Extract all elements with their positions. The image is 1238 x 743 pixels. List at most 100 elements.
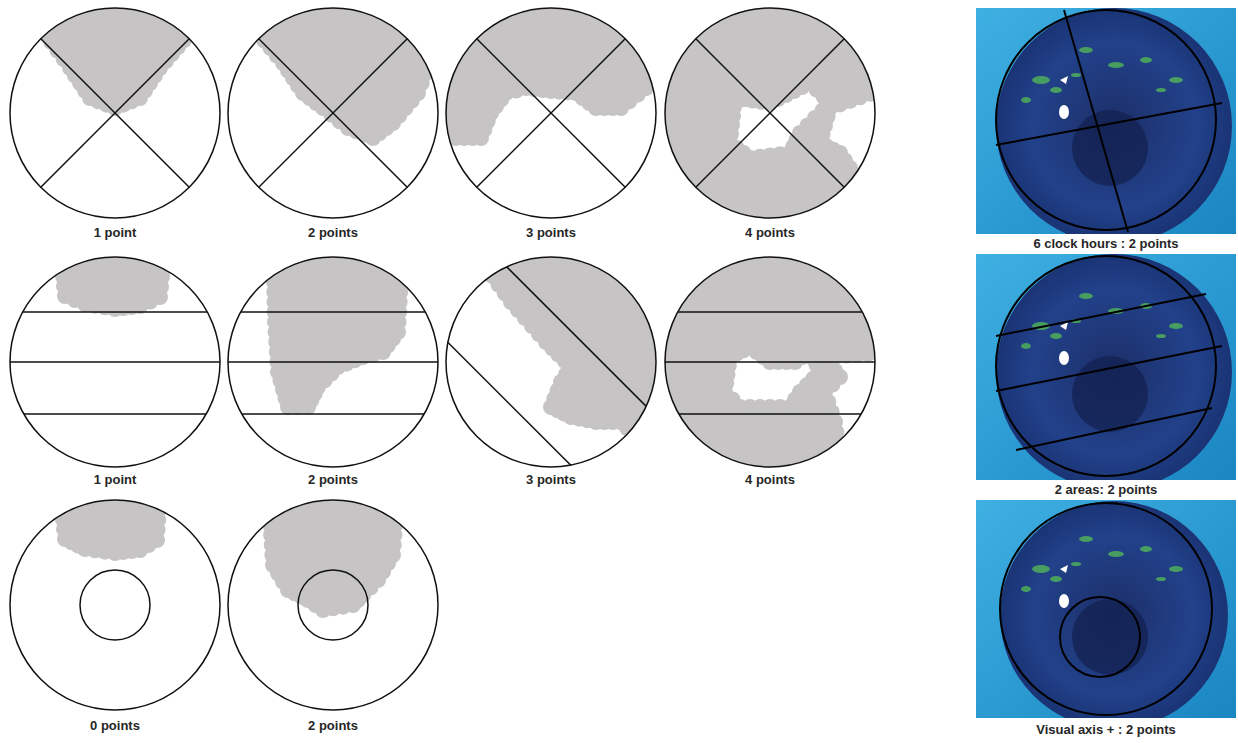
stain-scallop [902,257,918,273]
stain-scallop [32,5,48,21]
zone-line [368,262,651,545]
stain-scallop [102,0,118,1]
stain-scallop [622,148,638,164]
stain-area [620,214,920,510]
stain-scallop [622,246,638,262]
stain-scallop [622,40,638,56]
iris [996,254,1232,480]
stain-scallop [187,0,203,1]
stain-scallop [842,192,858,208]
stain-scallop [892,75,908,91]
stain-scallop [266,254,282,270]
stain-scallop [521,0,537,1]
cornea-outline [228,8,438,218]
stain-scallop [902,213,918,229]
stain-scallop [816,245,832,261]
stain-blob [253,0,433,138]
stain-scallop [648,306,664,322]
stain-scallop [136,239,152,255]
stain-scallop [632,434,648,450]
stain-scallop [641,175,657,191]
stain-scallop [892,376,908,392]
stain-scallop [373,0,389,1]
stain-scallop [156,249,172,265]
stain-scallop [773,494,789,510]
stain-scallop [687,245,703,261]
stain-scallop [837,214,853,230]
stain-scallop [697,214,713,230]
stain-scallop [622,311,638,327]
stain-scallop [902,246,918,262]
stain-scallop [642,484,658,500]
stain-scallop [891,214,907,230]
stain-scallop [266,0,282,1]
eye-photo [976,254,1236,480]
stain-scallop [902,180,918,196]
stain-scallop [892,398,908,414]
stain-scallop [245,0,261,1]
stain-scallop [632,464,648,480]
stain-scallop [80,0,96,1]
stain-scallop [63,239,79,255]
stain-spot [1050,333,1062,339]
stain-scallop [902,279,918,295]
stain-scallop [70,0,86,1]
stain-scallop [871,345,887,361]
stain-scallop [59,0,75,1]
stain-scallop [94,239,110,255]
stain-scallop [700,205,716,221]
stain-scallop [663,35,679,51]
stain-scallop [842,235,858,251]
stain-scallop [622,386,638,402]
stain-scallop [423,0,439,12]
stain-scallop [277,0,293,1]
zone-line [183,0,483,263]
stain-scallop [622,429,638,445]
stain-scallop [880,245,896,261]
stain-scallop [27,0,43,1]
stain-scallop [892,473,908,489]
cornea-outline [10,500,220,710]
stain-scallop [584,237,600,253]
stain-scallop [431,127,447,143]
stain-scallop [656,434,672,450]
stain-scallop [619,275,635,291]
stain-scallop [644,494,660,510]
stain-scallop [404,0,420,1]
iris [996,8,1232,234]
stain-scallop [663,15,679,31]
stain-scallop [261,497,277,513]
stain-scallop [142,482,158,498]
zone-line [0,413,265,415]
stain-scallop [902,386,918,402]
light-reflex [1059,594,1069,608]
stain-spot [1050,87,1062,93]
stain-scallop [902,40,918,56]
stain-scallop [155,0,171,1]
stain-scallop [892,366,908,382]
stain-scallop [632,225,648,241]
stain-spot [1079,47,1093,53]
visual-axis-circle [80,570,150,640]
stain-scallop [902,408,918,424]
stain-scallop [287,234,303,250]
stain-scallop [53,492,69,508]
stain-scallop [622,236,638,252]
stain-scallop [298,0,314,1]
stain-scallop [632,185,648,201]
stain-scallop [632,433,648,449]
cornea-outline [10,8,220,218]
stain-scallop [38,0,54,1]
stain-scallop [880,214,896,230]
zone-line [183,0,483,263]
stain-scallop [185,5,201,21]
stain-scallop [692,235,708,251]
stain-scallop [870,245,886,261]
stain-scallop [532,0,548,1]
stain-scallop [166,0,182,1]
stain-scallop [256,0,272,1]
stain-spot [1108,62,1124,68]
stain-scallop [892,387,908,403]
cornea-outline [665,8,875,218]
stain-scallop [834,464,850,480]
